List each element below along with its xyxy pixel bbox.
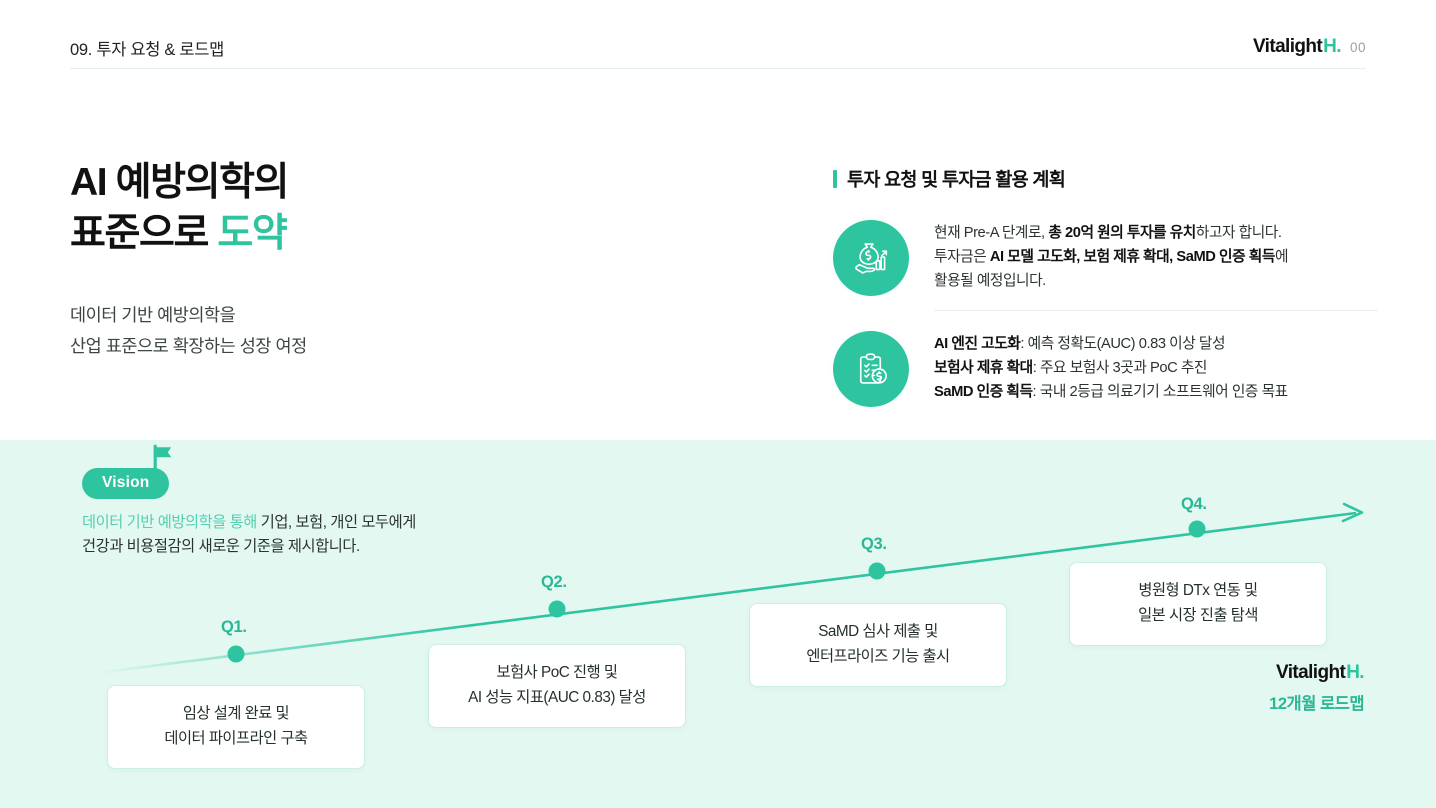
funding-l1-s1: 현재 Pre-A 단계로, <box>934 225 1049 241</box>
heading-accent-bar <box>833 170 837 188</box>
milestone-card-q2-line-1: 보험사 PoC 진행 및 <box>496 664 618 681</box>
milestone-dot-q3 <box>868 562 886 580</box>
footer-brand-accent-text: H. <box>1346 662 1364 683</box>
usage-line-1: AI 엔진 고도화: 예측 정확도(AUC) 0.83 이상 달성 <box>934 333 1378 357</box>
investment-panel-heading-text: 투자 요청 및 투자금 활용 계획 <box>847 169 1066 190</box>
brand-wordmark: Vitalight H. <box>1252 36 1342 58</box>
timeline-arrowhead <box>1341 502 1364 523</box>
hero-title-line-2-plain: 표준으로 <box>70 212 218 256</box>
funding-l2-s2: AI 모델 고도화, 보험 제휴 확대, SaMD 인증 획득 <box>989 248 1275 265</box>
funding-line-1: 현재 Pre-A 단계로, 총 20억 원의 투자를 유치하고자 합니다. <box>934 222 1378 246</box>
quarter-label-q4: Q4. <box>1181 495 1207 513</box>
panel-item-divider <box>934 309 1378 311</box>
milestone-dot-q4 <box>1188 520 1206 538</box>
timeline-line <box>95 511 1357 675</box>
roadmap-panel: Vision 데이터 기반 예방의학을 통해 기업, 보험, 개인 모두에게 건… <box>0 440 1436 808</box>
funding-l3-s1: 활용될 예정입니다. <box>934 272 1046 289</box>
quarter-label-q1: Q1. <box>221 618 247 636</box>
quarter-label-q3: Q3. <box>861 535 887 553</box>
vision-text-accent: 데이터 기반 예방의학을 통해 <box>82 514 257 531</box>
usage-l1-value: : 예측 정확도(AUC) 0.83 이상 달성 <box>1020 335 1226 352</box>
usage-l2-label: 보험사 제휴 확대 <box>934 359 1033 376</box>
brand-name-text: Vitalight <box>1252 36 1323 57</box>
footer-roadmap-label: 12개월 로드맵 <box>1269 695 1364 713</box>
flag-icon <box>151 444 177 481</box>
funding-l1-s3: 하고자 합니다. <box>1195 225 1282 241</box>
funding-l1-s2: 총 20억 원의 투자를 유치 <box>1048 225 1196 241</box>
page-number: 00 <box>1349 40 1366 55</box>
usage-description: AI 엔진 고도화: 예측 정확도(AUC) 0.83 이상 달성 보험사 제휴… <box>934 331 1378 405</box>
usage-l3-label: SaMD 인증 획득 <box>934 383 1033 400</box>
investment-panel: 투자 요청 및 투자금 활용 계획 현재 Pre-A 단계로, 총 20억 원의… <box>827 166 1378 413</box>
vision-text-line-2: 건강과 비용절감의 새로운 기준을 제시합니다. <box>82 538 360 556</box>
milestone-dot-q1 <box>227 645 245 663</box>
funding-l2-s3: 에 <box>1274 248 1289 265</box>
milestone-card-q1-line-2: 데이터 파이프라인 구축 <box>164 729 308 747</box>
page-header: 09. 투자 요청 & 로드맵 Vitalight H. 00 <box>0 0 1436 70</box>
vision-block: Vision 데이터 기반 예방의학을 통해 기업, 보험, 개인 모두에게 건… <box>82 444 512 559</box>
milestone-card-q1[interactable]: 임상 설계 완료 및 데이터 파이프라인 구축 <box>107 685 365 769</box>
investment-item-funding: 현재 Pre-A 단계로, 총 20억 원의 투자를 유치하고자 합니다. 투자… <box>827 214 1378 311</box>
brand-logo-header: Vitalight H. 00 <box>1253 36 1366 58</box>
milestone-card-q4[interactable]: 병원형 DTx 연동 및 일본 시장 진출 탐색 <box>1069 562 1327 646</box>
hero-title-line-2-accent: 도약 <box>217 212 287 256</box>
investment-panel-heading: 투자 요청 및 투자금 활용 계획 <box>833 166 1378 192</box>
funding-description: 현재 Pre-A 단계로, 총 20억 원의 투자를 유치하고자 합니다. 투자… <box>934 220 1378 311</box>
milestone-card-q2[interactable]: 보험사 PoC 진행 및 AI 성능 지표(AUC 0.83) 달성 <box>428 644 686 728</box>
brand-accent-text: H. <box>1323 36 1341 57</box>
hero-title-line-1: AI 예방의학의 <box>70 161 289 204</box>
milestone-card-q3[interactable]: SaMD 심사 제출 및 엔터프라이즈 기능 출시 <box>749 603 1007 687</box>
milestone-card-q3-line-1: SaMD 심사 제출 및 <box>818 623 938 640</box>
header-divider <box>70 68 1366 69</box>
milestone-dot-q2 <box>548 600 566 618</box>
usage-l2-value: : 주요 보험사 3곳과 PoC 추진 <box>1032 359 1208 376</box>
quarter-label-q2: Q2. <box>541 573 567 591</box>
footer-brand-name-text: Vitalight <box>1275 662 1346 683</box>
roadmap-footer-brand: Vitalight H. 12개월 로드맵 <box>1269 662 1364 714</box>
footer-brand-wordmark: Vitalight H. <box>1269 662 1365 684</box>
milestone-card-q1-line-1: 임상 설계 완료 및 <box>182 705 290 722</box>
money-bag-growth-icon-wrap <box>827 214 915 302</box>
clipboard-check-dollar-icon <box>833 330 909 407</box>
milestone-card-q4-line-1: 병원형 DTx 연동 및 <box>1138 582 1258 599</box>
hero-block: AI 예방의학의 표준으로 도약 데이터 기반 예방의학을 산업 표준으로 확장… <box>70 157 690 361</box>
vision-text-rest: 기업, 보험, 개인 모두에게 <box>256 514 417 531</box>
usage-l3-value: : 국내 2등급 의료기기 소프트웨어 인증 목표 <box>1032 383 1289 400</box>
usage-l1-label: AI 엔진 고도화 <box>934 335 1021 352</box>
vision-text: 데이터 기반 예방의학을 통해 기업, 보험, 개인 모두에게 건강과 비용절감… <box>82 511 512 559</box>
clipboard-check-dollar-icon-wrap <box>827 324 915 413</box>
hero-subtitle-line-2: 산업 표준으로 확장하는 성장 여정 <box>70 335 307 356</box>
money-bag-growth-icon <box>833 220 909 296</box>
vision-badge-wrap: Vision <box>82 444 172 499</box>
roadmap-timeline-graphic <box>95 502 1364 675</box>
hero-subtitle: 데이터 기반 예방의학을 산업 표준으로 확장하는 성장 여정 <box>70 300 690 361</box>
usage-line-3: SaMD 인증 획득: 국내 2등급 의료기기 소프트웨어 인증 목표 <box>934 381 1378 405</box>
milestone-card-q3-line-2: 엔터프라이즈 기능 출시 <box>806 647 950 665</box>
hero-subtitle-line-1: 데이터 기반 예방의학을 <box>70 304 236 325</box>
hero-title: AI 예방의학의 표준으로 도약 <box>70 157 690 260</box>
page-title: 09. 투자 요청 & 로드맵 <box>70 41 225 59</box>
funding-l2-s1: 투자금은 <box>934 248 990 265</box>
funding-line-2: 투자금은 AI 모델 고도화, 보험 제휴 확대, SaMD 인증 획득에 <box>934 246 1378 270</box>
usage-line-2: 보험사 제휴 확대: 주요 보험사 3곳과 PoC 추진 <box>934 357 1378 381</box>
vision-text-line-1: 데이터 기반 예방의학을 통해 기업, 보험, 개인 모두에게 <box>82 511 512 535</box>
milestone-card-q4-line-2: 일본 시장 진출 탐색 <box>1138 606 1258 624</box>
funding-line-3: 활용될 예정입니다. <box>934 270 1378 294</box>
milestone-card-q2-line-2: AI 성능 지표(AUC 0.83) 달성 <box>468 688 646 706</box>
investment-item-usage: AI 엔진 고도화: 예측 정확도(AUC) 0.83 이상 달성 보험사 제휴… <box>827 324 1378 413</box>
